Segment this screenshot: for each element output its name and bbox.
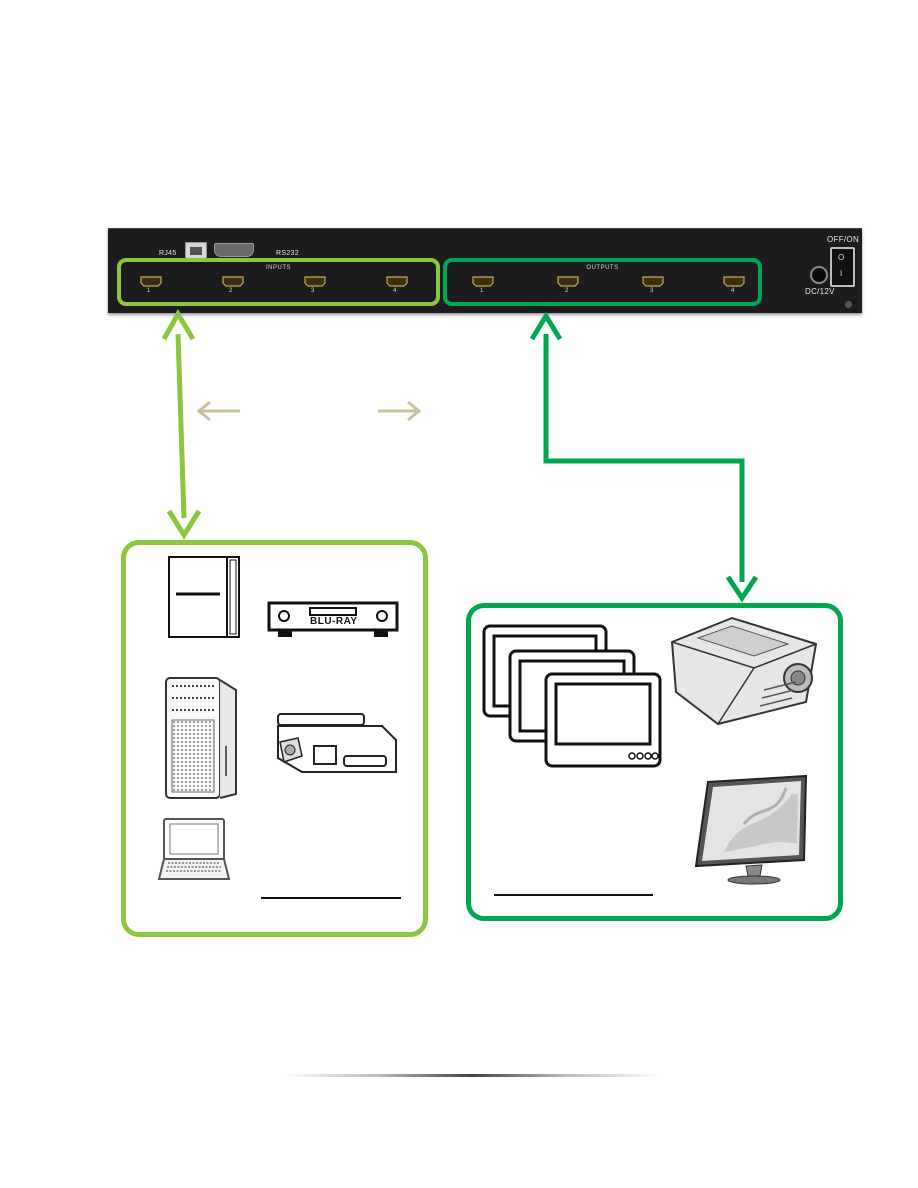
switch-on-symbol: I [840, 269, 843, 278]
matrix-rear-panel: RJ45 RS232 INPUTS OUTPUTS 1 2 3 4 1 2 3 … [108, 228, 862, 313]
input-port-number: 4 [393, 288, 397, 294]
hdmi-input-port [222, 276, 244, 287]
hdmi-input-port [140, 276, 162, 287]
inputs-label: INPUTS [259, 265, 297, 271]
displays-underline [494, 894, 653, 896]
sources-underline [261, 897, 401, 899]
output-port-number: 1 [480, 288, 484, 294]
output-arrow-line [543, 334, 745, 582]
hdmi-output-port [723, 276, 745, 287]
game-console-icon [168, 556, 240, 638]
screw-icon [845, 301, 852, 308]
camcorder-icon [277, 713, 397, 773]
hdmi-input-port [386, 276, 408, 287]
outputs-label: OUTPUTS [580, 265, 625, 271]
displays-box [466, 603, 843, 921]
left-arrow-head [196, 400, 211, 422]
off-on-label: OFF/ON [827, 235, 860, 244]
switch-off-symbol: O [838, 253, 845, 262]
footer-rule [282, 1074, 662, 1077]
blu-ray-text: BLU-RAY [310, 616, 358, 627]
input-arrow-line [175, 333, 187, 519]
dc-12v-label: DC/12V [805, 287, 835, 296]
output-arrow-head-up [529, 311, 563, 341]
tv-stack-icon [482, 624, 662, 768]
output-port-number: 3 [650, 288, 654, 294]
hdmi-output-port [642, 276, 664, 287]
input-port-number: 1 [147, 288, 151, 294]
sources-box [121, 540, 428, 937]
rs232-port [214, 243, 254, 257]
output-port-number: 2 [565, 288, 569, 294]
power-switch[interactable]: O I [830, 247, 855, 287]
rj45-label: RJ45 [159, 250, 177, 257]
input-arrow-head-down [166, 509, 202, 540]
inputs-group: INPUTS [117, 258, 440, 306]
hdmi-output-port [557, 276, 579, 287]
right-arrow-head [407, 400, 422, 422]
hdmi-output-port [472, 276, 494, 287]
hdmi-input-port [304, 276, 326, 287]
input-port-number: 2 [229, 288, 233, 294]
output-port-number: 4 [731, 288, 735, 294]
output-arrow-head-down [725, 575, 759, 603]
projector-icon [670, 616, 818, 726]
laptop-icon [157, 818, 231, 880]
input-port-number: 3 [311, 288, 315, 294]
rs232-label: RS232 [276, 250, 299, 257]
outputs-group: OUTPUTS [443, 258, 762, 306]
desktop-tower-icon [165, 677, 237, 799]
blu-ray-player-icon [267, 601, 399, 637]
lcd-monitor-icon [694, 774, 808, 885]
input-arrow-head-up [161, 309, 196, 341]
dc-jack [810, 266, 828, 284]
